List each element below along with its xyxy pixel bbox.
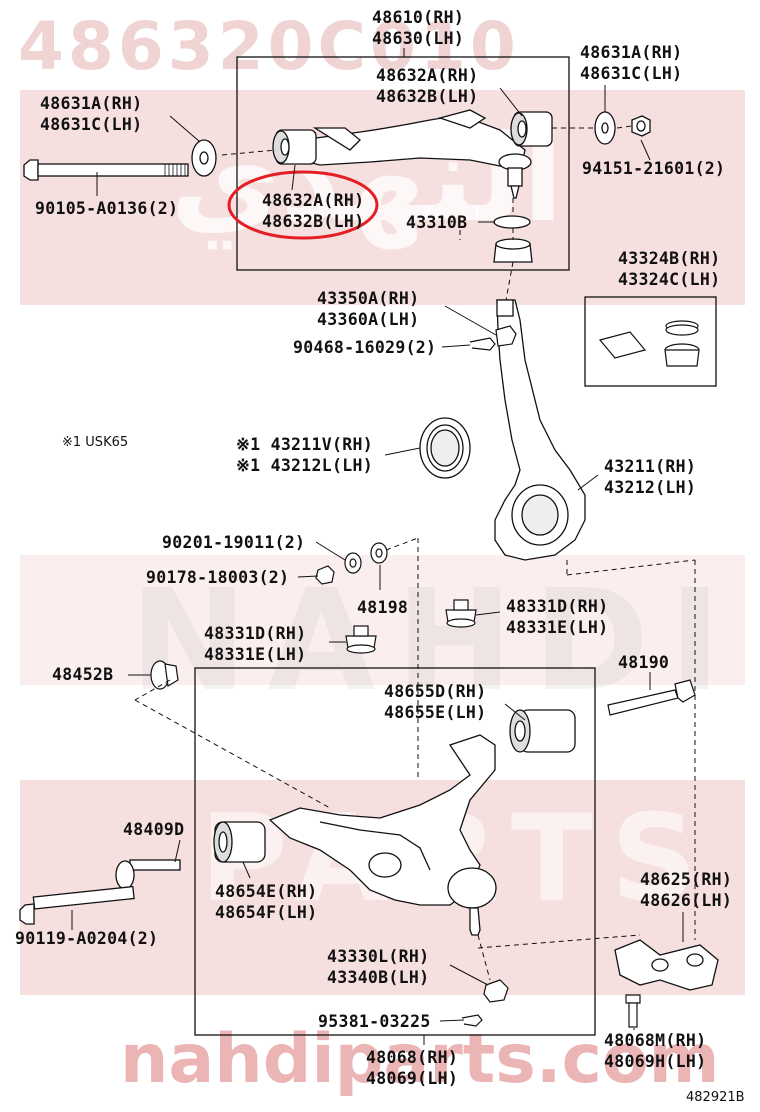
label-48068m: 48068M(RH)48069H(LH): [604, 1031, 707, 1071]
castle-nut-43350a: [495, 325, 517, 347]
label-48068: 48068(RH)48069(LH): [366, 1048, 459, 1088]
label-90105: 90105-A0136(2): [35, 199, 179, 218]
watermark-part-code: 486320C010: [18, 8, 520, 85]
bolt-90119: [19, 885, 135, 925]
steering-knuckle: [494, 299, 586, 561]
bolt-48190: [607, 679, 696, 716]
label-48610: 48610(RH)48630(LH): [372, 8, 465, 48]
stabilizer-bracket: [614, 939, 719, 991]
watermark-url: nahdiparts.com: [120, 1020, 720, 1099]
label-48632a-top: 48632A(RH)48632B(LH): [376, 66, 479, 106]
cam-48409d: [115, 859, 181, 890]
cam-washer-right: [594, 111, 616, 145]
kit-rings: [664, 320, 700, 367]
boot-43310b: [493, 238, 533, 263]
bump-stop-right: [445, 599, 477, 628]
label-48625: 48625(RH)48626(LH): [640, 870, 733, 910]
upper-arm-group-box: [236, 56, 570, 271]
label-43350a: 43350A(RH)43360A(LH): [317, 289, 420, 329]
upper-ball-joint-stud: [507, 167, 523, 199]
label-43330l: 43330L(RH)43340B(LH): [327, 947, 430, 987]
watermark-band-top: [20, 90, 745, 305]
dashed-guide-lines: [134, 125, 696, 981]
highlight-circle: [227, 170, 379, 240]
label-90178: 90178-18003(2): [146, 568, 290, 587]
note-usk65: ※1 USK65: [62, 435, 129, 450]
label-48452b: 48452B: [52, 665, 114, 684]
label-43211: 43211(RH)43212(LH): [604, 457, 697, 497]
nut-43330l: [483, 979, 509, 1003]
bushing-48654e: [213, 821, 266, 863]
cotter-pin-95381: [461, 1014, 483, 1027]
label-95381: 95381-03225: [318, 1012, 431, 1031]
label-48409d: 48409D: [123, 820, 185, 839]
bump-stop-left: [345, 625, 377, 654]
label-48654e: 48654E(RH)48654F(LH): [215, 882, 318, 922]
label-43324b: 43324B(RH)43324C(LH): [618, 249, 721, 289]
upper-arm-bushing-right: [510, 111, 553, 147]
nut-90178: [315, 565, 335, 585]
lower-arm-group-box: [194, 667, 596, 1036]
oil-seal: [419, 417, 471, 479]
upper-nut-94151: [631, 115, 651, 137]
washer-90201: [344, 552, 362, 574]
cam-plate-48452b: [150, 660, 179, 690]
label-90468: 90468-16029(2): [293, 338, 437, 357]
bushing-48655d: [509, 709, 576, 753]
bolt-48068m: [625, 994, 641, 1028]
ball-joint-kit-box: [584, 296, 717, 387]
label-48632a-circled: 48632A(RH)48632B(LH): [262, 191, 365, 231]
leader-lines: [71, 48, 684, 1045]
upper-arm-bolt: [23, 159, 189, 181]
cam-washer-left: [191, 139, 217, 177]
label-48655d: 48655D(RH)48655E(LH): [384, 682, 487, 722]
label-48331d-right: 48331D(RH)48331E(LH): [506, 597, 609, 637]
cotter-pin-90468: [469, 337, 496, 351]
watermark-band-middle: [20, 555, 745, 685]
label-90201: 90201-19011(2): [162, 533, 306, 552]
lower-control-arm: [268, 734, 497, 936]
label-90119: 90119-A0204(2): [15, 929, 159, 948]
ring-43310b: [493, 215, 531, 229]
washer-48198: [370, 542, 388, 564]
label-48198: 48198: [357, 598, 409, 617]
label-43310b: 43310B: [406, 213, 468, 232]
upper-control-arm: [299, 109, 532, 171]
kit-grease-pack: [598, 331, 647, 359]
label-48631a-right: 48631A(RH)48631C(LH): [580, 43, 683, 83]
figure-code: 482921B: [686, 1090, 745, 1105]
watermark-brand: NAHDI: [130, 560, 741, 723]
label-48190: 48190: [618, 653, 670, 672]
label-43211v: ※1 43211V(RH)※1 43212L(LH): [236, 435, 373, 475]
label-48631a-left: 48631A(RH)48631C(LH): [40, 94, 143, 134]
label-94151: 94151-21601(2): [582, 159, 726, 178]
upper-arm-bushing-left: [272, 129, 317, 165]
label-48331d-left: 48331D(RH)48331E(LH): [204, 624, 307, 664]
